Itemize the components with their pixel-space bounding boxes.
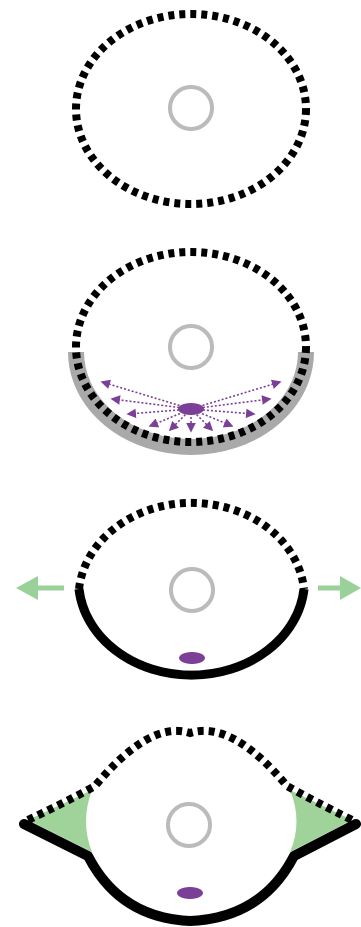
left-arrow-icon xyxy=(16,576,64,600)
left-flap xyxy=(28,790,92,852)
signal-source-icon xyxy=(178,403,204,415)
panel-3 xyxy=(16,498,361,680)
dashed-upper-arc xyxy=(75,498,308,590)
solid-lower-arc xyxy=(74,588,309,680)
panel-4 xyxy=(19,726,361,926)
right-arrow-icon xyxy=(318,576,361,600)
center-circle-icon xyxy=(166,802,212,848)
dashed-upper-arc xyxy=(26,726,354,824)
signal-source-icon xyxy=(179,652,205,664)
signal-source-icon xyxy=(177,887,203,899)
dashed-membrane xyxy=(72,248,310,446)
dashed-membrane xyxy=(72,10,310,208)
panel-1 xyxy=(72,10,310,208)
panel-2 xyxy=(68,248,314,455)
right-flap xyxy=(290,790,352,852)
solid-lower-arc xyxy=(19,819,361,926)
center-circle-icon xyxy=(169,567,215,613)
center-circle-icon xyxy=(168,85,214,131)
center-circle-icon xyxy=(168,324,214,370)
